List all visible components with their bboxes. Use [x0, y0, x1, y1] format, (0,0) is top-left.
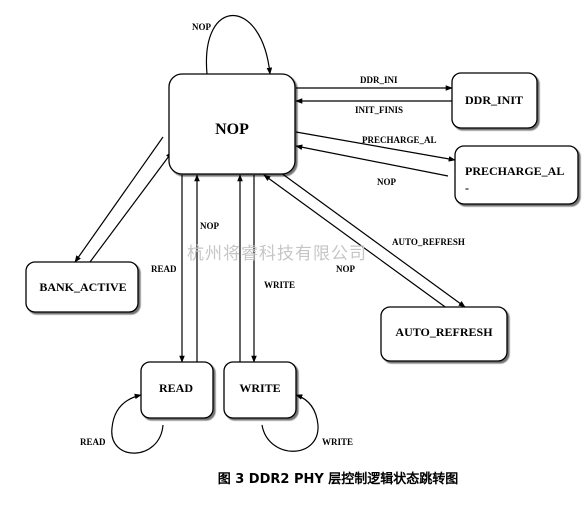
label-from-auto-refresh: NOP: [336, 264, 356, 274]
label-to-write: WRITE: [264, 280, 295, 290]
label-from-ddr-init: INIT_FINIS: [355, 105, 403, 115]
state-precharge-al: PRECHARGE_AL -: [454, 145, 579, 205]
label-to-read: READ: [151, 264, 177, 274]
state-bank-active: BANK_ACTIVE: [25, 261, 139, 313]
label-to-auto-refresh: AUTO_REFRESH: [392, 237, 465, 247]
state-bank-active-label: BANK_ACTIVE: [39, 280, 126, 294]
edge-nop-to-auto-refresh: [276, 169, 466, 308]
watermark-text: 杭州将睿科技有限公司: [187, 244, 367, 264]
label-to-ddr-init: DDR_INI: [360, 75, 398, 85]
state-nop: NOP: [168, 73, 296, 175]
label-read-self: READ: [80, 437, 106, 447]
state-auto-refresh: AUTO_REFRESH: [380, 306, 508, 362]
edge-auto-refresh-to-nop: [263, 174, 449, 310]
edge-precharge-to-nop: [295, 144, 449, 177]
state-ddr-init: DDR_INIT: [451, 72, 538, 129]
state-write-label: WRITE: [239, 381, 280, 395]
label-to-precharge: PRECHARGE_AL: [362, 135, 437, 145]
state-precharge-al-label-cont: -: [465, 181, 469, 195]
edge-nop-to-precharge: [295, 131, 456, 162]
edge-nop-to-bank-active: [74, 136, 164, 263]
state-read: READ: [140, 361, 214, 419]
state-write: WRITE: [223, 361, 297, 419]
state-auto-refresh-label: AUTO_REFRESH: [395, 325, 493, 339]
label-nop-self: NOP: [192, 22, 212, 32]
label-from-precharge: NOP: [377, 177, 397, 187]
edge-read-self: [111, 393, 164, 454]
label-write-self: WRITE: [322, 437, 353, 447]
state-nop-label: NOP: [215, 121, 249, 138]
label-from-read: NOP: [200, 221, 220, 231]
state-precharge-al-label: PRECHARGE_AL: [465, 164, 564, 178]
edge-bank-active-to-nop: [89, 151, 173, 263]
state-ddr-init-label: DDR_INIT: [465, 93, 523, 107]
figure-caption: 图 3 DDR2 PHY 层控制逻辑状态跳转图: [218, 471, 459, 487]
state-read-label: READ: [159, 381, 193, 395]
edge-write-self: [261, 394, 319, 452]
edge-nop-self: [205, 15, 273, 75]
